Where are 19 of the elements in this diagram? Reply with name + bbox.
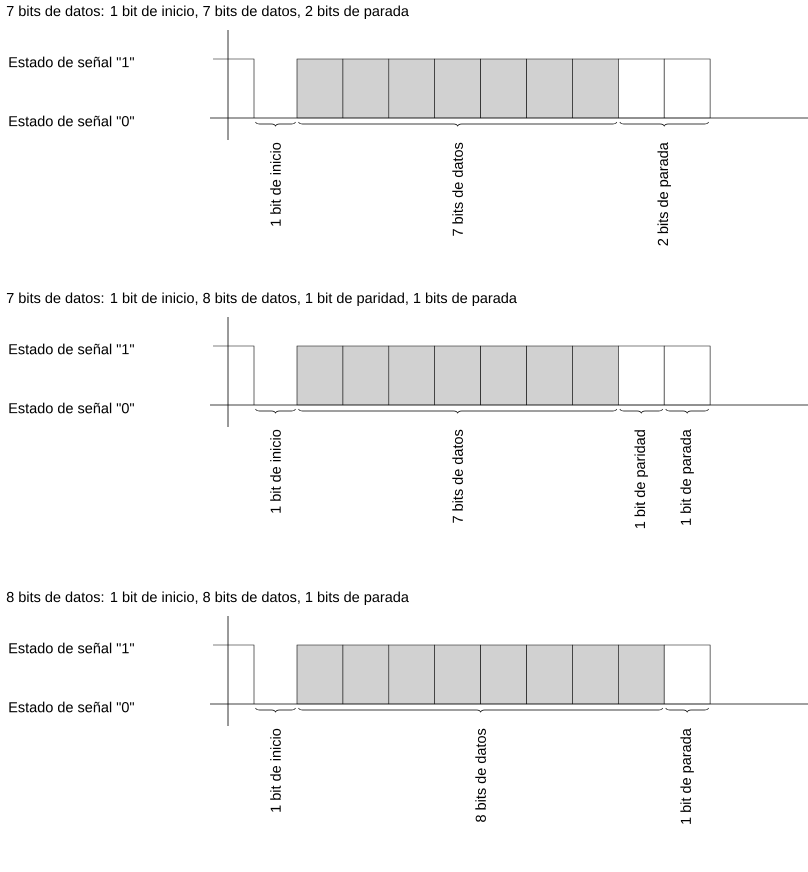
signal-level-label: Estado de señal "0"	[9, 116, 134, 126]
bit-field-label: 1 bit de parada	[680, 728, 694, 824]
bit-field-label: 8 bits de datos	[475, 728, 486, 822]
bit-field-label: 1 bit de paridad	[634, 430, 648, 528]
bit-field-label: 2 bits de parada	[657, 142, 671, 246]
frame-heading: 7 bits de datos: 1 bit de inicio, 8 bits de datos, 1 bit de paridad, 1 bits de parada	[6, 292, 517, 306]
signal-level-label: Estado de señal "1"	[9, 642, 134, 654]
bit-field-label: 7 bits de datos	[452, 142, 463, 236]
signal-level-label: Estado de señal "1"	[9, 344, 134, 354]
bit-field-label: 1 bit de parada	[680, 429, 694, 525]
bit-field-label: 1 bit de inicio	[270, 430, 281, 513]
signal-level-label: Estado de señal "0"	[9, 402, 134, 414]
bit-field-label: 1 bit de inicio	[270, 728, 281, 812]
signal-level-label: Estado de señal "1"	[9, 56, 134, 68]
frame-heading: 8 bits de datos: 1 bit de inicio, 8 bits de datos, 1 bits de parada	[6, 592, 409, 606]
signal-level-label: Estado de señal "0"	[9, 702, 134, 712]
frame-heading: 7 bits de datos: 1 bit de inicio, 7 bits de datos, 2 bits de parada	[6, 6, 409, 19]
bit-field-label: 1 bit de inicio	[270, 142, 281, 226]
bit-field-label: 7 bits de datos	[452, 430, 463, 523]
